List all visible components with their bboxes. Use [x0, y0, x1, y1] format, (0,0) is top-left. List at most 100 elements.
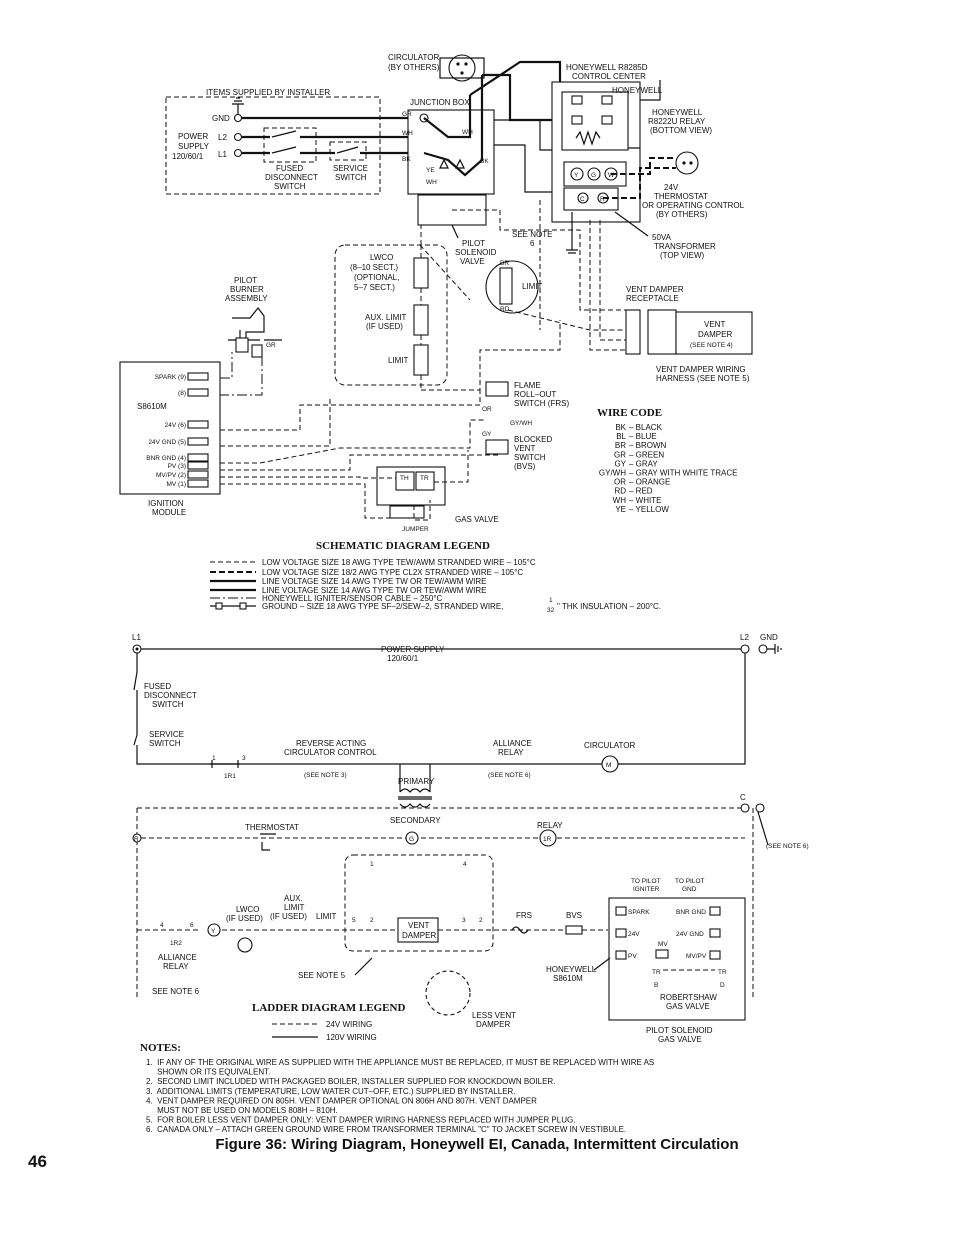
module-terminal-box	[187, 461, 209, 470]
ladder-robertshaw-2: GAS VALVE	[666, 1002, 710, 1011]
ground-symbol-icon	[232, 97, 244, 114]
wire-code-name: – WHITE	[629, 496, 661, 505]
junction-box-label: JUNCTION BOX	[410, 98, 470, 107]
fused-label-2: DISCONNECT	[265, 173, 318, 182]
terminal-c	[577, 192, 589, 204]
jb-arrows	[439, 158, 465, 169]
ignition-module-label-2: MODULE	[152, 508, 186, 517]
see-note-6-label-1: SEE NOTE	[512, 230, 552, 239]
power-supply-label-3: 120/60/1	[172, 152, 204, 161]
lm-mv: MV	[658, 941, 668, 948]
module-terminal-box	[187, 420, 209, 429]
wire-code-name: – BLUE	[629, 432, 657, 441]
ladder-legend-24v: 24V WIRING	[326, 1020, 372, 1029]
circ-dot-3	[460, 71, 464, 75]
ladder-see-note-6-side: (SEE NOTE 6)	[766, 843, 809, 850]
jb-wh: WH	[402, 130, 413, 137]
ladder-service-1: SERVICE	[149, 730, 184, 739]
thermostat-label-4: (BY OTHERS)	[656, 210, 708, 219]
fused-label-1: FUSED	[276, 164, 303, 173]
lwco-label-2: (8–10 SECT.)	[350, 263, 398, 272]
tstat-dot-2	[689, 161, 693, 165]
bvs-label-3: SWITCH	[514, 453, 546, 462]
legend-item-1: LOW VOLTAGE SIZE 18 AWG TYPE TEW/AWM STR…	[262, 558, 536, 567]
ladder-see-note-6b: SEE NOTE 6	[152, 987, 200, 996]
see-note-6-label-2: 6	[530, 239, 535, 248]
ladder-legend-title: LADDER DIAGRAM LEGEND	[252, 1002, 405, 1014]
transformer-label-1: 50VA	[652, 233, 672, 242]
jb-ye: YE	[426, 167, 435, 174]
ladder-r-label: R	[134, 836, 139, 843]
pilot-burner-label-3: ASSEMBLY	[225, 294, 268, 303]
lm-tr2: TR	[718, 969, 727, 976]
lm-24v-term	[615, 928, 627, 938]
ladder-c1: 1	[212, 755, 216, 762]
jb-to-cc-wires	[494, 119, 552, 193]
relay-label-b: R8222U RELAY	[648, 117, 706, 126]
legend-item-6: GROUND – SIZE 18 AWG TYPE SF–2/SEW–2, ST…	[262, 602, 503, 611]
terminal-g-label: G	[591, 172, 596, 179]
aux-limit-label-2: (IF USED)	[366, 322, 403, 331]
ladder-diagram: L1 L2 GND POWER SUPPLY 120/60/1 FUSED DI…	[132, 633, 809, 1044]
pilot-burner-icon	[228, 307, 265, 358]
relay-label-a: HONEYWELL	[652, 108, 703, 117]
jb-wh2: WH	[462, 129, 473, 136]
ladder-legend-120v: 120V WIRING	[326, 1033, 377, 1042]
ladder-circulator-motor-icon	[601, 755, 619, 773]
tstat-dot-1	[682, 161, 686, 165]
ladder-c-ground-icon	[755, 803, 765, 813]
frs-label-1: FLAME	[514, 381, 541, 390]
lm-pv: PV	[628, 953, 637, 960]
legend-ground-tail: " THK INSULATION – 200°C.	[557, 602, 661, 611]
ladder-less-vent-1: LESS VENT	[472, 1011, 516, 1020]
wire-code-abbrev: GY	[614, 459, 626, 468]
ladder-1r-coil-icon	[539, 829, 557, 847]
gv-tr	[415, 471, 435, 491]
ladder-alliance-4: 4	[160, 922, 164, 929]
limit-br: BR	[500, 260, 509, 267]
relay-label-c: (BOTTOM VIEW)	[650, 126, 712, 135]
note-line: 5. FOR BOILER LESS VENT DAMPER ONLY: VEN…	[146, 1116, 575, 1125]
junction-box	[407, 109, 495, 195]
schematic-diagram: ITEMS SUPPLIED BY INSTALLER GND L2 L1 PO…	[119, 53, 753, 614]
pilot-solenoid-label-3: VALVE	[460, 257, 485, 266]
lm-24v: 24V	[628, 931, 640, 938]
gv-tr-label: TR	[420, 475, 429, 482]
thermostat-wires	[603, 157, 676, 199]
ladder-vd-5: 5	[352, 917, 356, 924]
limit-element	[499, 267, 513, 305]
ladder-gnd-label: GND	[760, 633, 778, 642]
service-label-2: SWITCH	[335, 173, 367, 182]
ladder-ps-label-1: POWER SUPPLY	[381, 645, 445, 654]
ladder-honeywell-1: HONEYWELL	[546, 965, 597, 974]
gv-th-label: TH	[400, 475, 409, 482]
lm-mvpv-term	[709, 950, 721, 960]
circulator-label-1: CIRCULATOR	[388, 53, 439, 62]
circ-dot-2	[464, 62, 468, 66]
l2-terminal	[233, 132, 243, 142]
schematic-legend-title: SCHEMATIC DIAGRAM LEGEND	[316, 540, 490, 552]
relay-terminal-1	[571, 95, 583, 105]
ladder-switches-icon	[133, 671, 138, 746]
ladder-circulator-label: CIRCULATOR	[584, 741, 635, 750]
ladder-vd-3: 3	[462, 917, 466, 924]
ladder-note6-pointer	[757, 811, 769, 846]
ladder-aux-2: LIMIT	[284, 903, 305, 912]
lm-tr1: TR	[652, 969, 661, 976]
aux-limit-switch	[413, 304, 429, 336]
wire-code-abbrev: YE	[615, 505, 626, 514]
frs-or: OR	[482, 406, 492, 413]
lm-b: B	[654, 982, 658, 989]
note-line: MUST NOT BE USED ON MODELS 808H – 810H.	[146, 1106, 338, 1115]
ladder-jumper-plug-icon	[425, 970, 471, 1016]
jb-internal-wires	[423, 75, 484, 177]
module-terminal-box	[187, 372, 209, 381]
harness-label-1: VENT DAMPER WIRING	[656, 365, 746, 374]
circulator-bracket	[439, 57, 485, 79]
receptacle-label-2: RECEPTACLE	[626, 294, 679, 303]
relay-coil-icon	[575, 130, 601, 146]
installer-items-box	[165, 96, 381, 195]
relay-terminal-3	[601, 95, 613, 105]
